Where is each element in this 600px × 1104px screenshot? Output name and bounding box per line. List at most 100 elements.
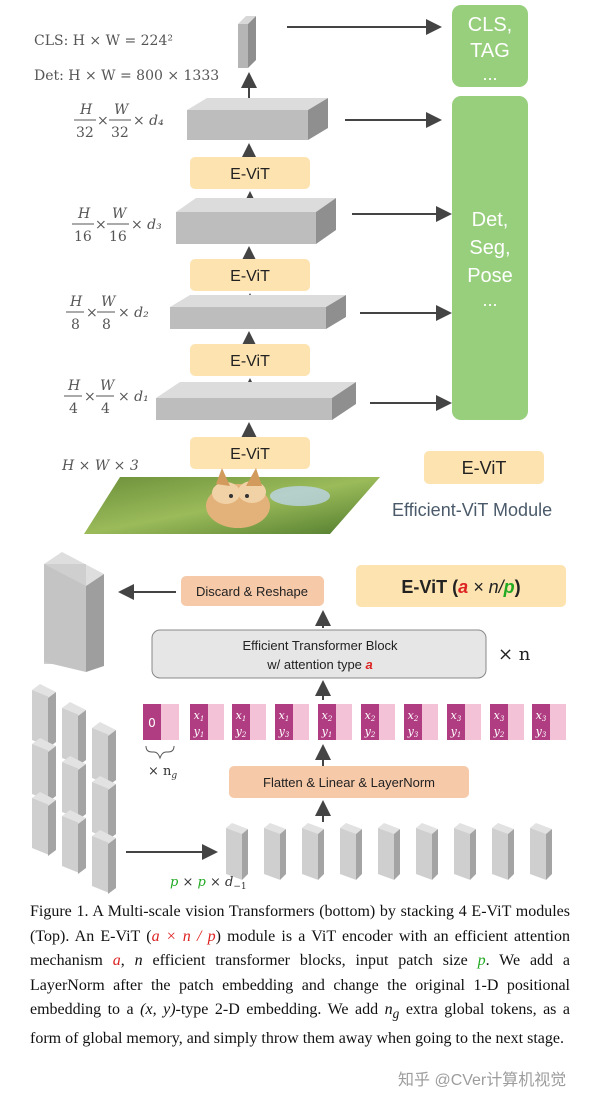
svg-text:× d₄: × d₄: [133, 113, 164, 129]
svg-text:4: 4: [101, 401, 110, 417]
det-head-box: [452, 96, 528, 420]
watermark: 知乎 @CVer计算机视觉: [398, 1072, 567, 1089]
svg-text:×: ×: [86, 305, 98, 321]
ng-label: × ng: [148, 764, 177, 781]
svg-text:y3: y3: [278, 725, 290, 739]
evit-block-3: [190, 259, 310, 291]
svg-text:W: W: [100, 378, 116, 394]
svg-text:W: W: [114, 102, 130, 118]
svg-text:x1: x1: [236, 709, 247, 723]
svg-text:x2: x2: [322, 709, 333, 723]
stage3-feature-map: [176, 198, 336, 244]
svg-text:x2: x2: [365, 709, 376, 723]
patch-token: x2 y2: [361, 704, 395, 740]
evit-block-2-label: E-ViT: [230, 353, 270, 370]
stage2-dim-label: H 8 × W 8 × d₂: [66, 294, 149, 333]
cls-head-line1: CLS,: [468, 14, 512, 36]
svg-text:16: 16: [74, 229, 92, 245]
figure-caption: Figure 1. A Multi-scale vision Transform…: [30, 903, 571, 1048]
svg-text:H: H: [67, 378, 81, 394]
patch-token: x3 y3: [532, 704, 566, 740]
svg-text:× d₂: × d₂: [118, 305, 149, 321]
cls-token-block: [238, 16, 256, 68]
stage4-dim-label: H 32 × W 32 × d₄: [74, 102, 164, 141]
patch-token-row: x1 y1 x1 y2 x1 y3 x2 y1 x2 y2 x2 y3: [190, 704, 566, 740]
svg-text:y1: y1: [450, 725, 462, 739]
stage3-dim-label: H 16 × W 16 × d₃: [72, 206, 162, 245]
svg-text:H: H: [69, 294, 83, 310]
svg-text:y2: y2: [493, 725, 505, 739]
patch-token: x3 y1: [447, 704, 481, 740]
flatten-label: Flatten & Linear & LayerNorm: [263, 775, 435, 790]
svg-text:y3: y3: [535, 725, 547, 739]
svg-text:16: 16: [109, 229, 127, 245]
cls-head-line3: ...: [482, 64, 497, 84]
det-head-line4: ...: [482, 290, 497, 310]
patch-token: x3 y2: [490, 704, 524, 740]
svg-text:x3: x3: [536, 709, 547, 723]
evit-block-3-label: E-ViT: [230, 268, 270, 285]
cls-head-box: [452, 5, 528, 87]
patch-token: x2 y1: [318, 704, 352, 740]
svg-text:× d₁: × d₁: [118, 389, 149, 405]
stage1-dim-label: H 4 × W 4 × d₁: [64, 378, 149, 417]
svg-text:y2: y2: [364, 725, 376, 739]
svg-text:32: 32: [76, 125, 94, 141]
transformer-line1: Efficient Transformer Block: [242, 638, 398, 653]
ng-brace: [145, 745, 175, 760]
svg-text:y3: y3: [407, 725, 419, 739]
transformer-line2: w/ attention type a: [266, 657, 373, 672]
legend-evit-label: E-ViT: [462, 458, 507, 478]
svg-text:x1: x1: [279, 709, 290, 723]
evit-block-4-label: E-ViT: [230, 166, 270, 183]
det-resolution-label: Det: H × W = 800 × 1333: [34, 68, 219, 84]
legend-caption: Efficient-ViT Module: [392, 500, 552, 520]
svg-text:W: W: [112, 206, 128, 222]
discard-reshape-box: [181, 576, 324, 606]
svg-text:32: 32: [111, 125, 129, 141]
cls-head-line2: TAG: [470, 40, 510, 62]
svg-text:y2: y2: [235, 725, 247, 739]
evit-block-1-label: E-ViT: [230, 446, 270, 463]
svg-text:y1: y1: [321, 725, 333, 739]
input-cat-image: [84, 468, 380, 534]
patch-token: x1 y1: [190, 704, 224, 740]
svg-text:W: W: [101, 294, 117, 310]
output-feature-map: [44, 552, 104, 672]
det-head-line2: Seg,: [469, 237, 510, 259]
svg-text:x3: x3: [451, 709, 462, 723]
svg-text:0: 0: [148, 716, 156, 730]
svg-text:x3: x3: [494, 709, 505, 723]
stage1-feature-map: [156, 382, 356, 420]
efficient-transformer-block: [151, 629, 487, 679]
legend-evit-block: [424, 451, 544, 484]
image-patch-grid: [32, 684, 116, 894]
input-dim-label: H × W × 3: [61, 458, 139, 474]
det-head-line3: Pose: [467, 265, 513, 287]
svg-text:4: 4: [69, 401, 78, 417]
stage4-feature-map: [187, 98, 328, 140]
svg-text:H: H: [77, 206, 91, 222]
evit-block-2: [190, 344, 310, 376]
svg-text:y1: y1: [193, 725, 205, 739]
flattened-patch-row: [226, 823, 552, 880]
evit-config-box: [356, 565, 566, 607]
svg-text:×: ×: [95, 217, 107, 233]
patch-token: x1 y3: [275, 704, 309, 740]
discard-reshape-label: Discard & Reshape: [196, 584, 308, 599]
flatten-linear-layernorm-box: [229, 766, 469, 798]
patch-token: x2 y3: [404, 704, 438, 740]
svg-text:8: 8: [102, 317, 111, 333]
evit-block-1: [190, 437, 310, 469]
svg-text:8: 8: [71, 317, 80, 333]
evit-config-label: E-ViT (a × n/p): [401, 577, 520, 597]
svg-text:× d₃: × d₃: [131, 217, 162, 233]
stage2-feature-map: [170, 295, 346, 329]
global-token: 0: [143, 704, 179, 740]
det-head-line1: Det,: [472, 209, 509, 231]
architecture-diagram: CLS: H × W = 224² Det: H × W = 800 × 133…: [32, 5, 566, 894]
svg-text:×: ×: [97, 113, 109, 129]
svg-text:x1: x1: [194, 709, 205, 723]
svg-text:H: H: [79, 102, 93, 118]
patch-size-label: p × p × d−1: [170, 875, 247, 892]
